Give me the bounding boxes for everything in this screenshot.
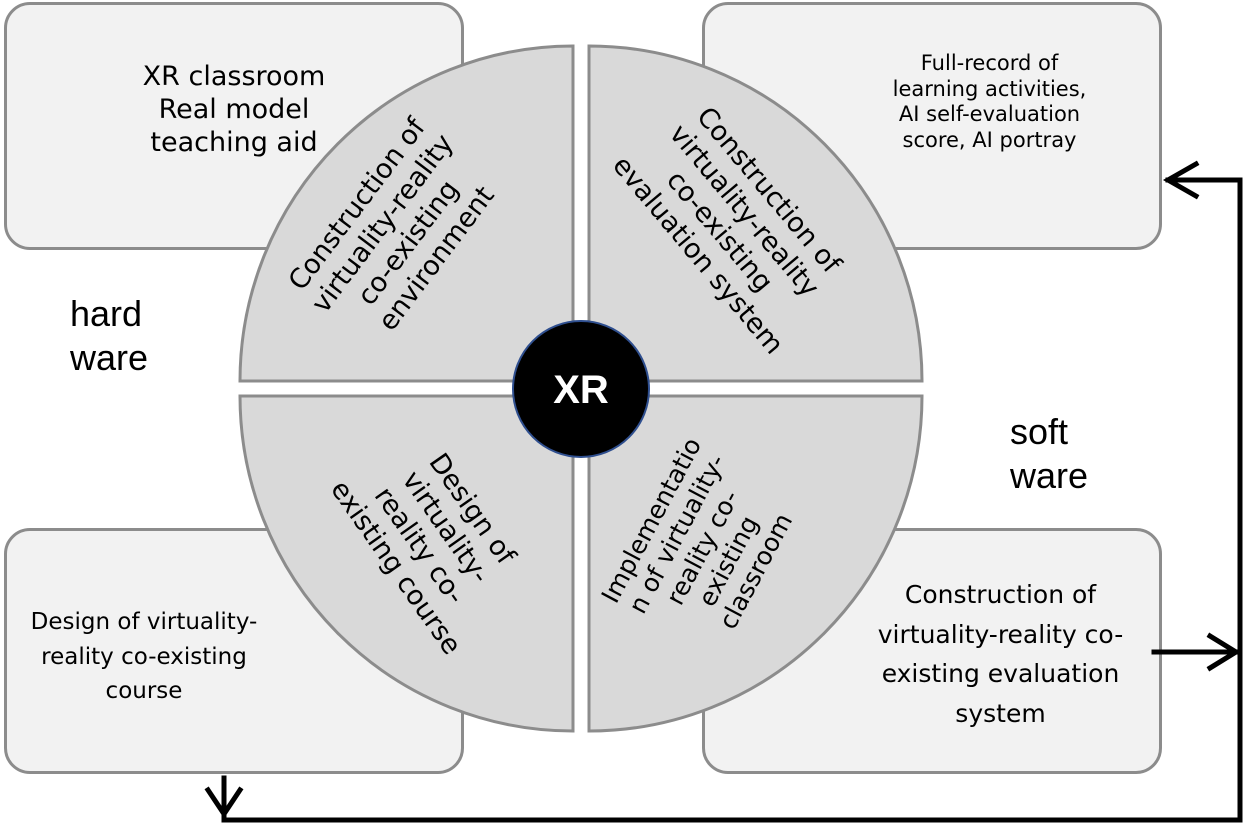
box-line: learning activities, (892, 76, 1087, 101)
box-line: AI self-evaluation (898, 102, 1081, 127)
box-line: Real model (158, 93, 310, 125)
arrowhead-down-icon (204, 786, 244, 819)
software-label-line: soft (1010, 411, 1069, 452)
quadrant-bottom-left-text: Design of virtuality- reality co- existi… (324, 420, 546, 661)
software-label-line: ware (1010, 455, 1089, 496)
quadrant-top-right (587, 44, 924, 383)
quadrant-bottom-left (238, 394, 575, 733)
xr-hub-label: XR (553, 368, 609, 412)
box-top-right-text: Full-record of learning activities, AI s… (820, 51, 1159, 153)
box-top-left-text: XR classroom Real model teaching aid (7, 61, 461, 160)
quadrant-top-left (238, 44, 575, 383)
hardware-label-line: ware (70, 337, 149, 378)
box-line: reality co-existing (41, 643, 247, 670)
box-line: Construction of (904, 580, 1097, 609)
box-line: course (105, 678, 183, 704)
box-line: score, AI portray (902, 127, 1077, 152)
arrowhead-left-icon (1162, 160, 1200, 200)
xr-hub (512, 320, 650, 458)
box-line: Design of virtuality- (30, 609, 258, 635)
box-line: Full-record of (920, 51, 1059, 75)
box-bottom-right-text: Construction of virtuality-reality co- e… (860, 575, 1141, 733)
hardware-label: hard ware (70, 292, 148, 380)
quadrant-bottom-right (587, 394, 924, 733)
box-line: system (955, 698, 1046, 728)
software-label: soft ware (1010, 410, 1088, 498)
box-line: XR classroom (142, 61, 326, 92)
hardware-label-line: hard (70, 293, 143, 334)
box-bottom-left-text: Design of virtuality- reality co-existin… (7, 605, 281, 709)
feedback-loop (204, 160, 1243, 823)
box-line: teaching aid (150, 126, 318, 158)
box-line: virtuality-reality co- (877, 619, 1124, 649)
box-line: existing evaluation (881, 659, 1120, 688)
arrowhead-right-icon (1206, 632, 1241, 672)
